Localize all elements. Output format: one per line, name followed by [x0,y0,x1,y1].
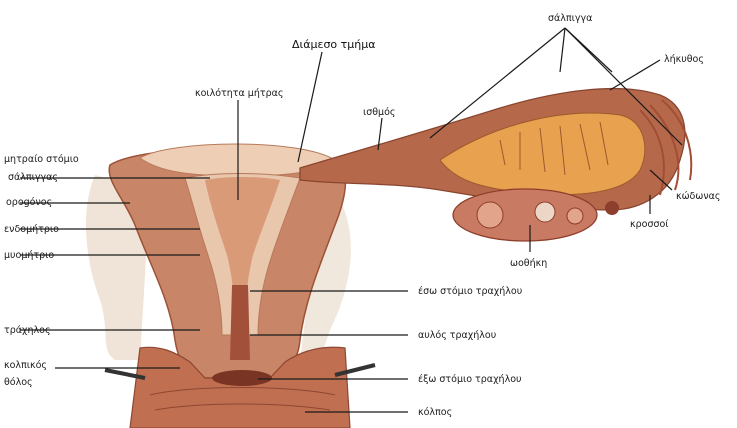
label-salpinx-top: σάλπιγγα [548,13,592,24]
lead-diameso [298,52,322,162]
label-eso-stomio: έσω στόμιο τραχήλου [418,286,522,297]
ovary-follicle-4 [605,201,619,215]
lead-lekythos [610,60,660,90]
label-kodonas: κώδωνας [676,191,720,202]
uterus-illustration [86,89,691,428]
ovary-follicle-2 [535,202,555,222]
label-mitraio-stomio: μητραίο στόμιο [4,154,79,165]
label-koilotita: κοιλότητα μήτρας [195,88,283,99]
label-endometrio: ενδομήτριο [4,224,59,235]
ovary-follicle-1 [477,202,503,228]
external-os [212,370,272,386]
label-myometrio: μυομήτριο [4,250,54,261]
label-salpingas: σάλπιγγας [8,172,58,183]
label-aulos: αυλός τραχήλου [418,330,496,341]
label-krossoi: κροσσοί [630,219,669,230]
label-trachilos: τράχηλος [4,325,51,336]
label-diameso-tmima: Διάμεσο τμήμα [292,38,375,51]
cervical-canal [230,285,250,360]
ovary-follicle-3 [567,208,583,224]
label-exo-stomio: έξω στόμιο τραχήλου [418,374,522,385]
label-isthmos: ισθμός [363,107,395,118]
label-lekythos: λήκυθος [664,54,704,65]
label-tholos: θόλος [4,377,33,388]
lead-salpinx-b [560,28,565,72]
label-orogonos: οροgόνος [6,197,52,208]
label-kolpos: κόλπος [418,407,452,418]
label-oothiki: ωοθήκη [510,258,547,269]
label-kolpikos: κολπικός [4,360,47,371]
